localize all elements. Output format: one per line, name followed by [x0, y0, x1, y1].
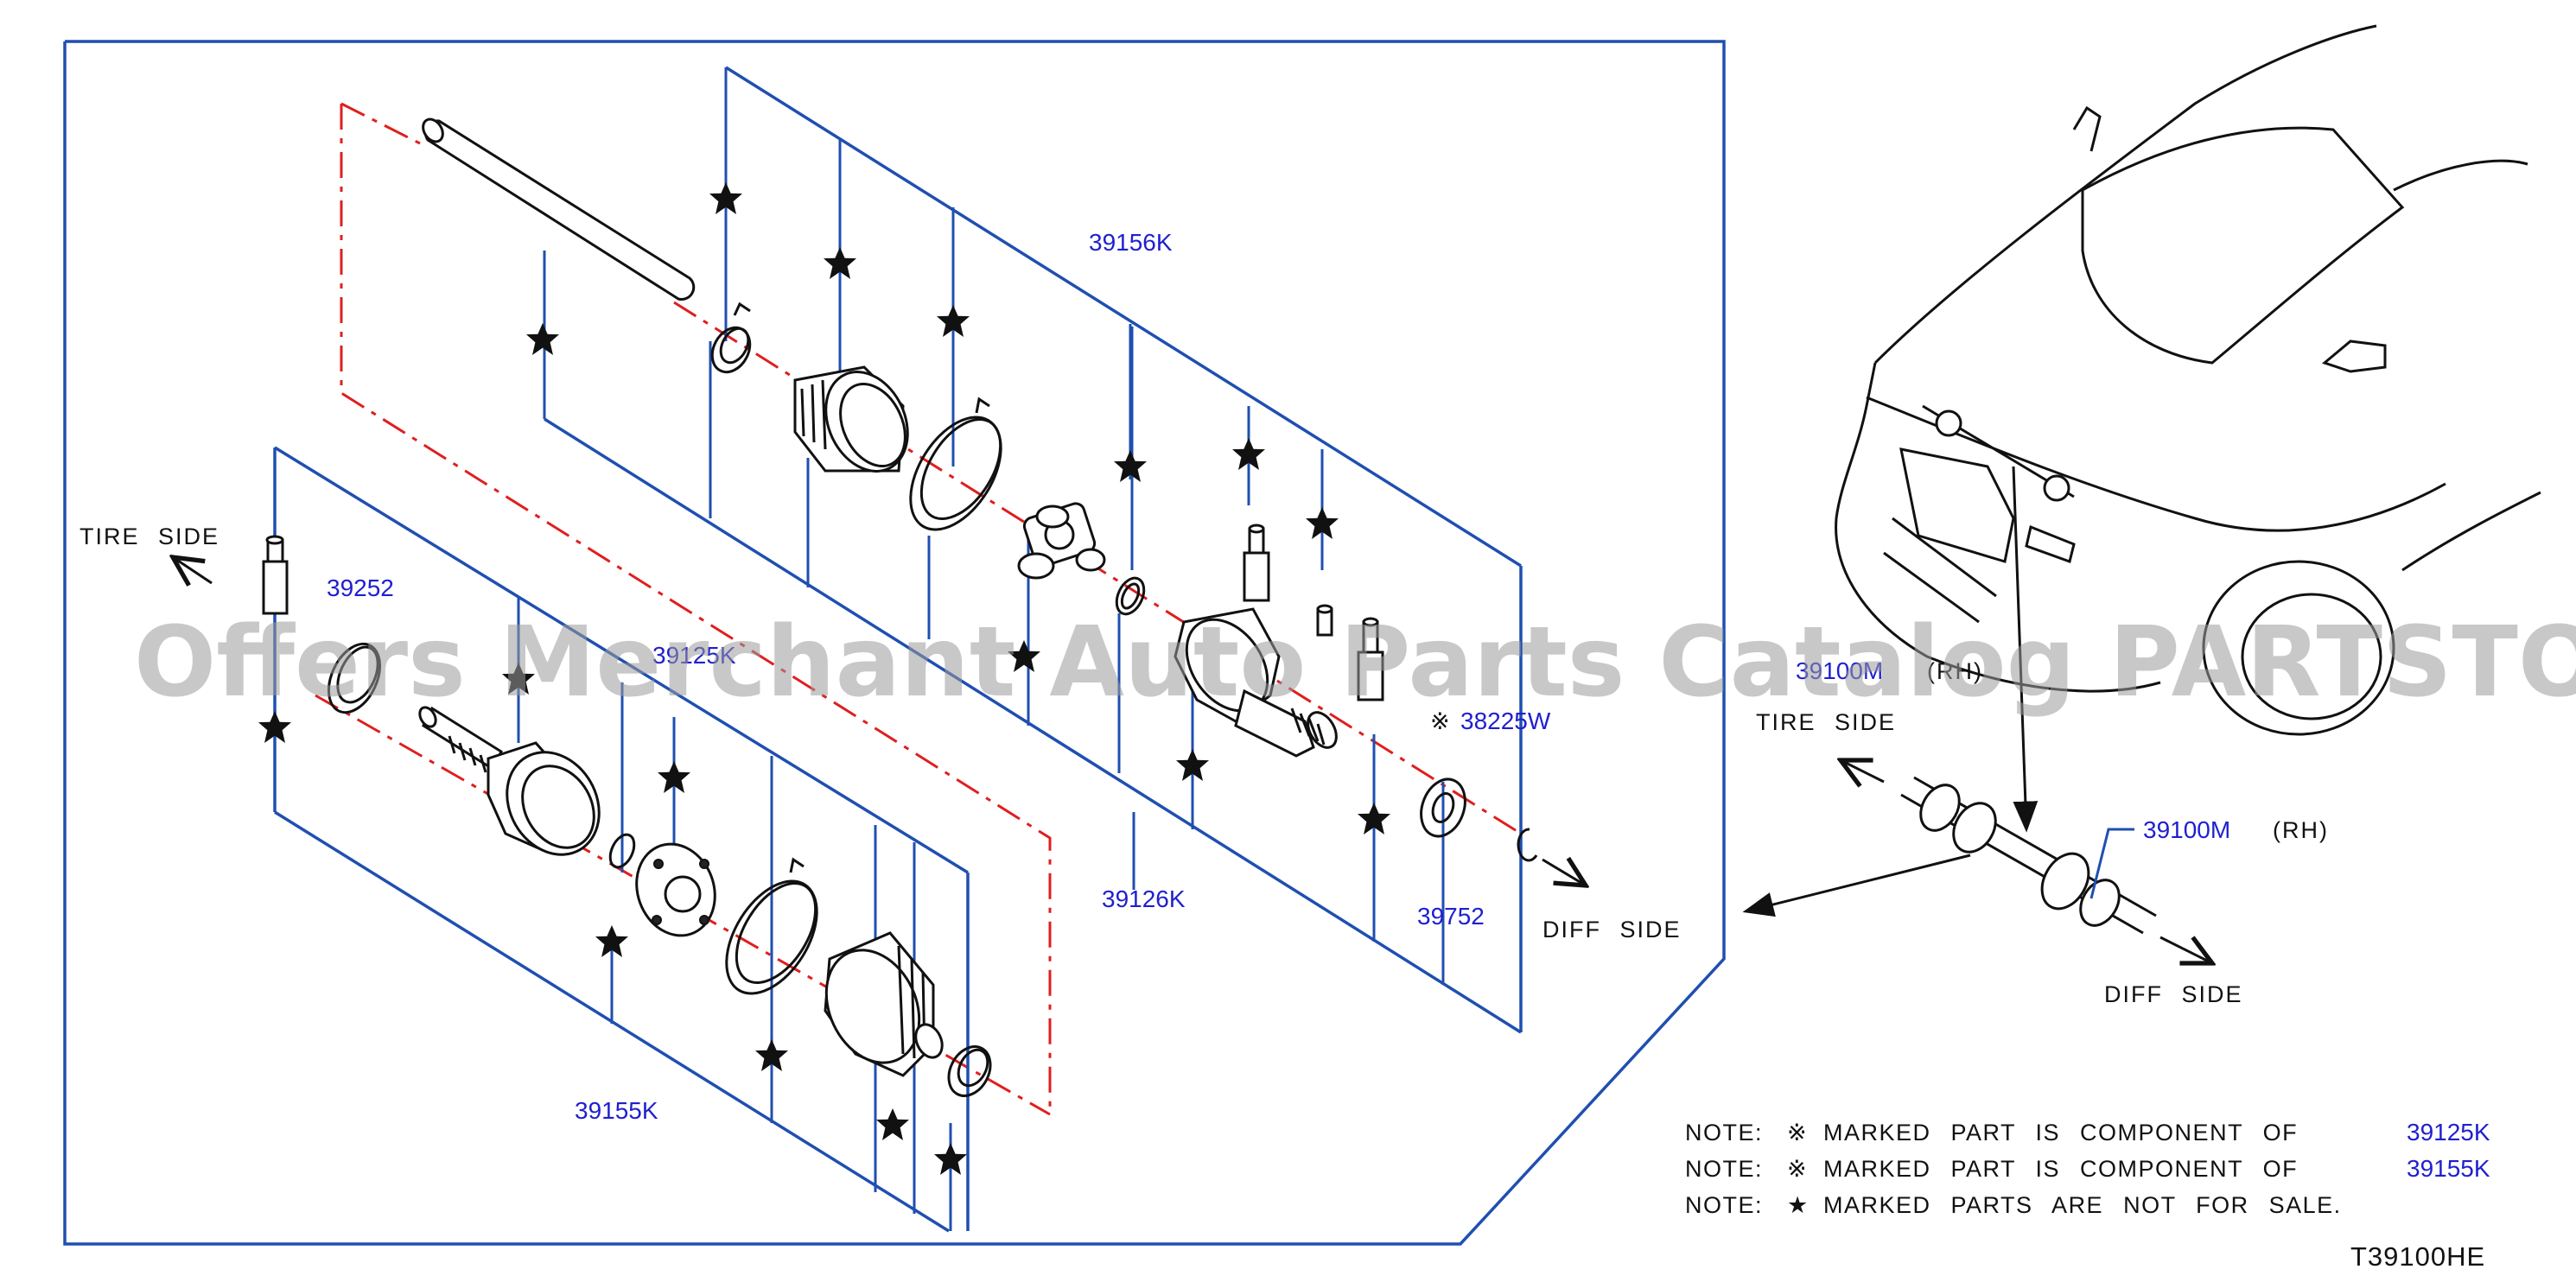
outer-joint-assembly	[418, 706, 601, 856]
label-38225W[interactable]: 38225W	[1460, 708, 1551, 734]
lower-assembly-group	[258, 446, 992, 1233]
component-mark-38225W: ※	[1430, 708, 1452, 734]
joint-housing	[1174, 607, 1338, 758]
note-3-mark: ★	[1787, 1192, 1810, 1218]
note-line-1: NOTE: ※ MARKED PART IS COMPONENT OF 3912…	[1685, 1119, 2490, 1146]
grease-tube	[262, 535, 289, 615]
label-39155K[interactable]: 39155K	[575, 1097, 658, 1124]
snap-ring-lower	[608, 833, 636, 869]
boot-lower	[824, 931, 944, 1077]
note-line-2: NOTE: ※ MARKED PART IS COMPONENT OF 3915…	[1685, 1155, 2490, 1182]
diff-side-label-center: DIFF SIDE	[1542, 917, 1682, 942]
label-39156K[interactable]: 39156K	[1089, 229, 1173, 256]
dust-shield	[1420, 777, 1466, 838]
direction-labels: TIRE SIDE DIFF SIDE TIRE SIDE DIFF SIDE	[80, 524, 2243, 1007]
label-rh-inset: (RH)	[1927, 658, 1983, 684]
note-1-ref[interactable]: 39125K	[2407, 1119, 2490, 1146]
boot-band-large-lower	[725, 857, 818, 995]
note-2-text: MARKED PART IS COMPONENT OF	[1823, 1156, 2298, 1182]
boot-upper	[793, 365, 909, 473]
boot-band-tire-side	[327, 642, 382, 714]
tire-side-label-left: TIRE SIDE	[80, 524, 219, 549]
label-38225W-group: ※ 38225W	[1430, 708, 1551, 734]
tire-side-arrow-left	[173, 557, 213, 583]
note-2-ref[interactable]: 39155K	[2407, 1155, 2490, 1182]
note-3-text: MARKED PARTS ARE NOT FOR SALE.	[1823, 1192, 2342, 1218]
snap-ring-upper	[1115, 576, 1146, 616]
note-3-prefix: NOTE:	[1685, 1192, 1763, 1218]
detail-frame	[63, 40, 1726, 1246]
note-2-prefix: NOTE:	[1685, 1156, 1763, 1182]
bolt-3	[1357, 617, 1384, 701]
label-39125K[interactable]: 39125K	[652, 642, 736, 669]
vehicle-illustration	[1742, 24, 2541, 917]
notes-block: NOTE: ※ MARKED PART IS COMPONENT OF 3912…	[1685, 1119, 2490, 1218]
note-1-prefix: NOTE:	[1685, 1120, 1763, 1146]
note-2-mark: ※	[1787, 1156, 1808, 1182]
tripod-joint	[1017, 502, 1106, 580]
label-39126K[interactable]: 39126K	[1102, 885, 1186, 912]
part-labels: 39156K 39252 39125K 39126K 39752 39155K …	[327, 229, 2329, 1124]
boot-band-large-upper	[909, 397, 1002, 531]
label-39100M-right[interactable]: 39100M	[2143, 816, 2230, 843]
boot-band-small-upper	[710, 301, 752, 374]
ball-cage	[635, 842, 716, 937]
drive-shaft-bar	[422, 117, 696, 301]
bolt-1	[1243, 524, 1270, 602]
note-1-text: MARKED PART IS COMPONENT OF	[1823, 1120, 2298, 1146]
diff-side-arrow-center	[1542, 860, 1586, 885]
label-rh-right: (RH)	[2273, 817, 2329, 843]
upper-assembly-group	[315, 66, 1538, 1116]
tire-side-label-right: TIRE SIDE	[1756, 709, 1896, 735]
note-1-mark: ※	[1787, 1120, 1808, 1146]
drive-shaft-assembly-rh	[1841, 760, 2212, 963]
boot-band-small-lower	[947, 1045, 992, 1097]
circlip-diff	[1517, 828, 1538, 862]
watermark-text: Offers Merchant Auto Parts Catalog PARTS…	[134, 606, 2576, 719]
label-39252[interactable]: 39252	[327, 574, 394, 601]
note-line-3: NOTE: ★ MARKED PARTS ARE NOT FOR SALE.	[1685, 1192, 2342, 1218]
bolt-2	[1316, 604, 1333, 637]
diagram-code: T39100HE	[2350, 1241, 2485, 1272]
diff-side-label-right: DIFF SIDE	[2104, 981, 2243, 1007]
label-39752[interactable]: 39752	[1417, 903, 1485, 930]
label-39100M-inset[interactable]: 39100M	[1796, 657, 1883, 684]
